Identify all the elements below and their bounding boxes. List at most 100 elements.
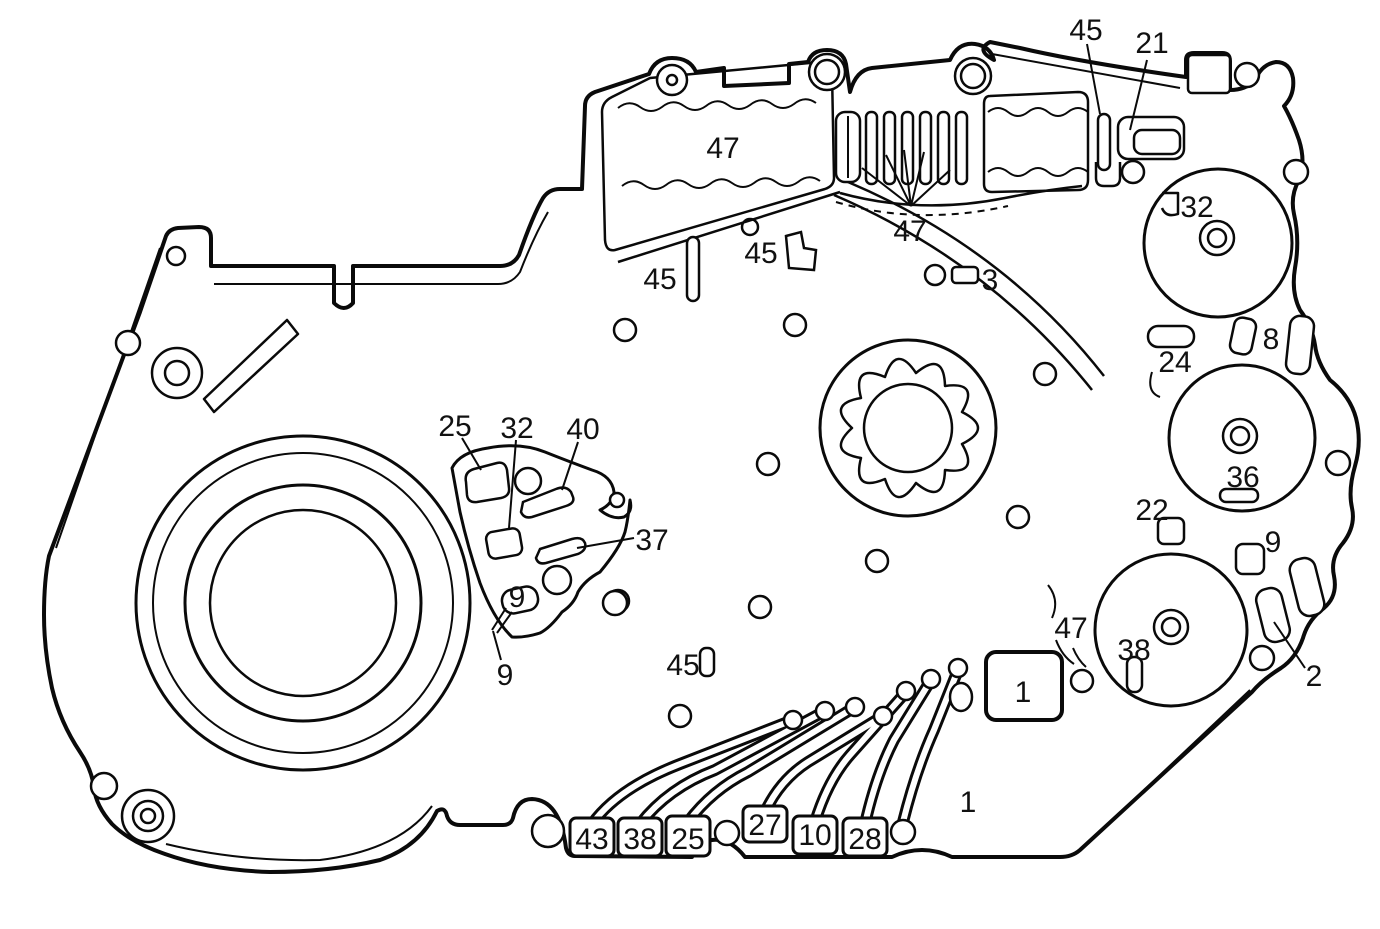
channel-43-inner (589, 717, 796, 827)
top-plate (600, 52, 993, 264)
callout-10: 10 (798, 819, 831, 852)
slot-8-right (1284, 314, 1316, 376)
hole-3-target (923, 263, 947, 287)
gasket-inner-line-top (214, 211, 549, 285)
boss-32-hub-hole (1206, 227, 1228, 249)
callout-32-upper: 32 (1180, 191, 1213, 224)
pin-45-target (685, 235, 701, 303)
bolt-hole (89, 771, 119, 801)
callout-25-cluster: 25 (438, 410, 471, 443)
bolt-hole (1005, 504, 1031, 530)
leader-45-top (1086, 43, 1101, 115)
slot-9-target (500, 585, 540, 615)
callout-labels: 45 21 47 47 45 45 3 32 8 24 36 22 9 25 3… (438, 14, 1322, 856)
slot-37-target (534, 536, 587, 565)
notch-36 (1218, 487, 1260, 504)
leader-40 (561, 441, 579, 491)
bolt-hole (1032, 361, 1058, 387)
callout-1-lower: 1 (960, 786, 977, 819)
bracket-45-target (784, 230, 818, 272)
bore-ring-3 (183, 483, 423, 723)
callout-1-pad: 1 (1015, 676, 1032, 709)
drive-sprocket (818, 338, 998, 518)
channel-port-25 (664, 814, 712, 858)
bolt-holes (89, 158, 1352, 849)
leader-32-cluster (508, 439, 517, 529)
channel-end-hole-1 (782, 709, 804, 731)
bolt-hole (612, 317, 638, 343)
bolt-boss-hole (163, 359, 191, 387)
slot-25-target (464, 461, 511, 504)
leader-21 (1129, 59, 1148, 131)
cluster-ear-hole (608, 491, 626, 509)
channel-38-inner (637, 708, 828, 827)
foot-boss-hole (139, 807, 157, 825)
bolt-hole (1248, 644, 1276, 672)
bolt-hole (889, 818, 917, 846)
slot-3-target (950, 265, 980, 285)
channel-port-28 (841, 816, 889, 858)
channel-port-27 (741, 804, 789, 844)
bolt-hole (667, 703, 693, 729)
slot-45-bottom-target (698, 646, 716, 678)
callout-27: 27 (748, 809, 781, 842)
bore-ring-2 (152, 452, 454, 754)
callout-9-lower: 9 (497, 659, 514, 692)
bolt-hole (1324, 449, 1352, 477)
slot-45-target (1096, 112, 1112, 172)
right-panel-wavy-top (987, 107, 1089, 117)
channel-end-hole-7 (947, 657, 969, 679)
sprocket-center-hole (862, 382, 954, 474)
callout-36: 36 (1226, 461, 1259, 494)
case-outline (42, 40, 1361, 874)
slot-24-curl (1149, 371, 1161, 398)
channel-end-hole-2 (814, 700, 836, 722)
channel-end-hole-5 (895, 680, 917, 702)
vent-slot-2 (882, 110, 897, 186)
cluster-hole-top (513, 466, 543, 496)
cooler-port-21-inner (1132, 128, 1182, 156)
callout-21: 21 (1135, 27, 1168, 60)
tab-hole (165, 245, 187, 267)
gasket-rail-b (847, 180, 1105, 377)
channel-port-38 (616, 816, 664, 858)
callout-38-boss: 38 (1117, 634, 1150, 667)
slot-2-right (1288, 556, 1326, 618)
case-silhouette (42, 40, 1361, 874)
leader-25-cluster (461, 437, 482, 471)
channel-port-10 (791, 814, 839, 856)
leader-9-pair (491, 607, 513, 661)
slot-24 (1146, 324, 1196, 349)
callout-40: 40 (566, 413, 599, 446)
callout-43: 43 (575, 823, 608, 856)
callout-22: 22 (1135, 494, 1168, 527)
callout-25-channel: 25 (671, 823, 704, 856)
plate-wavy-top (617, 98, 817, 112)
callout-47-slots: 47 (893, 215, 926, 248)
vent-slot-1 (864, 110, 879, 186)
leader-lines (461, 43, 1306, 669)
gasket-inner-line-bottomright (1085, 689, 1251, 846)
cluster-hole-bottom (541, 564, 573, 596)
vent-slot-6 (954, 110, 969, 186)
slot-2-left (1254, 586, 1292, 644)
boss-36-hub-hole (1229, 425, 1251, 447)
slot-32-target (484, 527, 524, 560)
boss-38-hub-hole (1160, 616, 1182, 638)
fluid-channels (568, 650, 1064, 858)
slot-9-right (1234, 542, 1266, 576)
bolt-hole (1120, 159, 1146, 185)
rib-wedge (202, 318, 300, 414)
right-panel-outline (982, 90, 1090, 194)
bolt-hole (1069, 668, 1095, 694)
callout-28: 28 (848, 823, 881, 856)
plate-bottom-body-edge (617, 190, 841, 264)
gasket-inner-line-topright (991, 53, 1181, 89)
pad-1 (984, 650, 1064, 722)
leader-47-slots (861, 149, 951, 207)
leader-2 (1273, 621, 1306, 669)
callout-45-bottom: 45 (666, 649, 699, 682)
callout-45-bracket: 45 (744, 237, 777, 270)
callout-45-top: 45 (1069, 14, 1102, 47)
